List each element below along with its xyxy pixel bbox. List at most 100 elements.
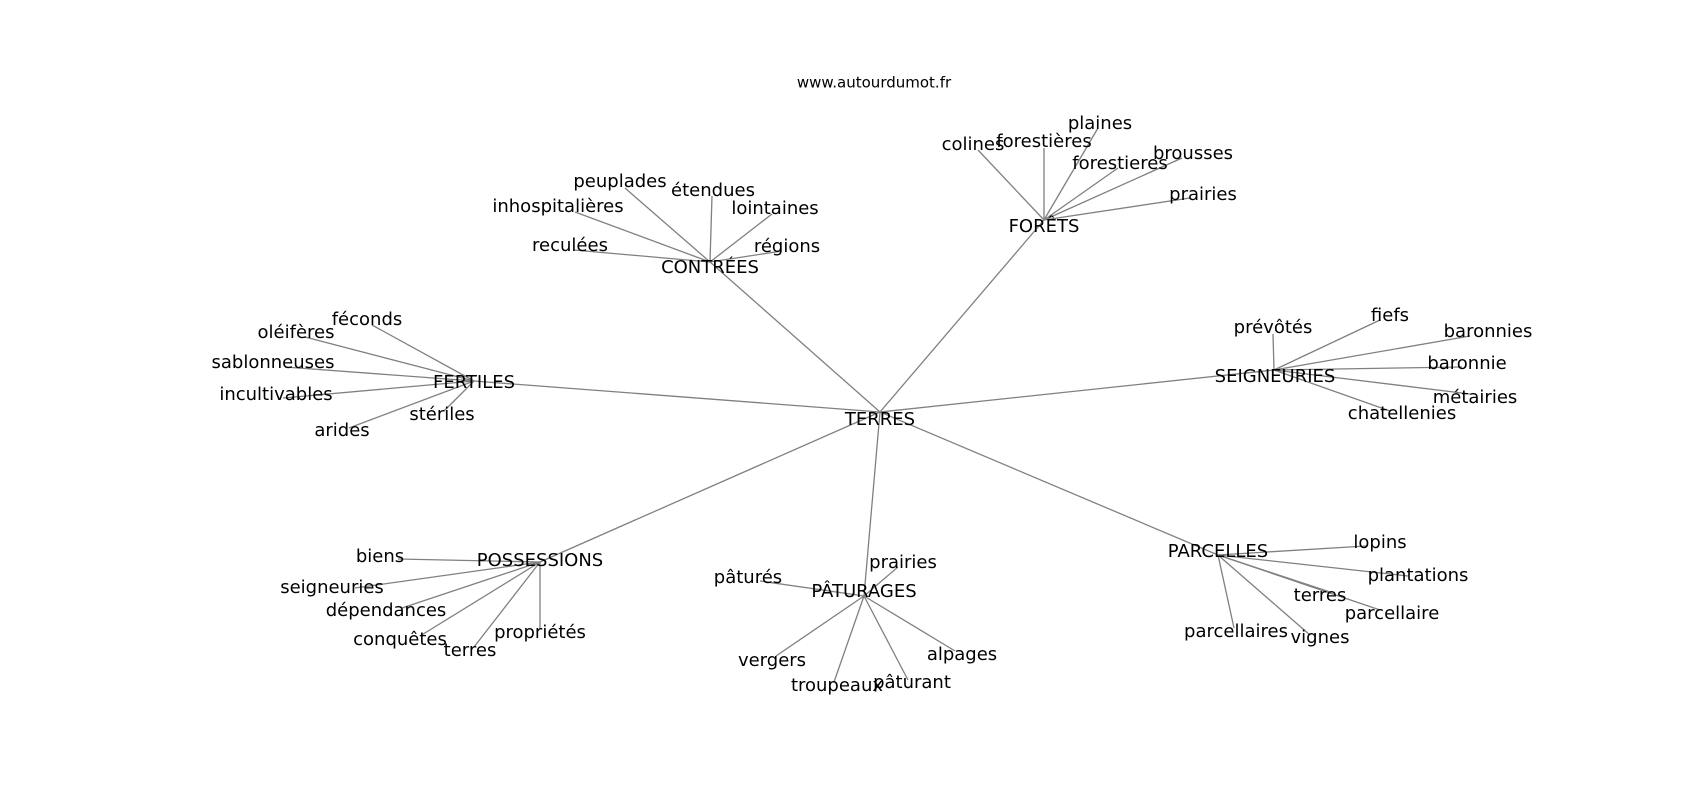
edge-possessions-leaf [419, 561, 541, 637]
leaf-word[interactable]: plaines [1068, 113, 1132, 134]
edge-paturages-leaf [833, 595, 865, 683]
edge-fertiles-leaf [284, 366, 475, 382]
leaf-word[interactable]: parcellaire [1345, 603, 1440, 624]
hub-node-parcelles[interactable]: PARCELLES [1168, 541, 1268, 562]
hub-node-paturages[interactable]: PÂTURAGES [811, 580, 916, 602]
edge-center-contrees [709, 261, 881, 413]
edge-parcelles-leaf [1217, 545, 1367, 556]
leaf-word[interactable]: arides [314, 420, 369, 441]
edge-fertiles-leaf [304, 336, 475, 382]
edge-center-possessions [539, 411, 881, 563]
hub-node-forets[interactable]: FORÊTS [1009, 215, 1080, 237]
edge-contrees-leaf [709, 213, 773, 263]
edge-paturages-leaf [863, 595, 956, 652]
watermark[interactable]: www.autourdumot.fr [797, 74, 952, 92]
leaf-word[interactable]: pâturant [873, 672, 951, 693]
leaf-word[interactable]: chatellenies [1348, 403, 1456, 424]
leaf-word[interactable]: stériles [409, 404, 474, 425]
edge-contrees-leaf [624, 187, 711, 263]
leaf-word[interactable]: plantations [1368, 565, 1469, 586]
hub-node-possessions[interactable]: POSSESSIONS [477, 550, 603, 571]
edge-parcelles-leaf [1217, 554, 1381, 611]
leaf-word[interactable]: propriétés [494, 622, 586, 643]
edge-seigneuries-leaf [1273, 366, 1463, 371]
edge-seigneuries-leaf [1273, 335, 1471, 371]
leaf-word[interactable]: terres [444, 640, 497, 661]
leaf-word[interactable]: terres [1294, 585, 1347, 606]
edge-forets-leaf [1043, 157, 1183, 221]
leaf-word[interactable]: oléifères [258, 322, 335, 343]
edge-seigneuries-leaf [1273, 369, 1471, 395]
leaf-word[interactable]: métairies [1433, 387, 1518, 408]
leaf-word[interactable]: lopins [1353, 532, 1406, 553]
edge-paturages-leaf [759, 580, 865, 597]
edge-parcelles-leaf [1217, 554, 1409, 577]
leaf-word[interactable]: féconds [332, 309, 403, 330]
edge-center-seigneuries [879, 369, 1275, 413]
edge-contrees-leaf [573, 249, 711, 263]
edge-contrees-leaf [709, 195, 713, 263]
leaf-word[interactable]: brousses [1153, 143, 1233, 164]
leaf-word[interactable]: conquêtes [353, 629, 447, 650]
edge-forets-leaf [977, 149, 1045, 221]
leaf-word[interactable]: dépendances [326, 600, 447, 621]
leaf-word[interactable]: biens [356, 546, 404, 567]
center-node[interactable]: TERRES [844, 409, 915, 430]
leaf-word[interactable]: seigneuries [280, 577, 384, 598]
leaf-word[interactable]: colines [942, 134, 1005, 155]
leaf-word[interactable]: prairies [1169, 184, 1237, 205]
edge-possessions-leaf [397, 558, 541, 563]
edge-forets-leaf [1043, 197, 1191, 221]
edge-contrees-leaf [709, 250, 783, 263]
leaf-word[interactable]: peuplades [573, 171, 666, 192]
edge-fertiles-leaf [282, 380, 475, 399]
edge-forets-leaf [1043, 167, 1119, 221]
leaf-word[interactable]: prévôtés [1234, 317, 1313, 338]
leaf-word[interactable]: fiefs [1371, 305, 1409, 326]
leaf-word[interactable]: vergers [738, 650, 806, 671]
edge-paturages-leaf [863, 566, 899, 597]
leaf-word[interactable]: régions [754, 236, 820, 257]
hub-node-contrees[interactable]: CONTRÉES [661, 256, 759, 278]
edge-seigneuries-leaf [1272, 333, 1275, 371]
edge-possessions-leaf [354, 561, 541, 589]
leaf-word[interactable]: inhospitalières [492, 196, 623, 217]
leaf-word[interactable]: prairies [869, 552, 937, 573]
leaf-word[interactable]: étendues [671, 180, 755, 201]
edge-possessions-leaf [473, 561, 541, 648]
edge-layer [282, 127, 1471, 683]
edge-seigneuries-leaf [1273, 369, 1391, 412]
leaf-word[interactable]: sablonneuses [212, 352, 335, 373]
edge-center-fertiles [473, 380, 881, 413]
leaf-word[interactable]: alpages [927, 644, 997, 665]
edge-contrees-leaf [574, 211, 711, 263]
leaf-word[interactable]: reculées [532, 235, 608, 256]
edge-forets-leaf [1043, 127, 1099, 221]
leaf-word[interactable]: baronnies [1444, 321, 1533, 342]
leaf-word[interactable]: incultivables [219, 384, 332, 405]
leaf-word[interactable]: forestières [996, 131, 1091, 152]
hub-node-fertiles[interactable]: FERTILES [433, 372, 515, 393]
edge-paturages-leaf [775, 595, 865, 657]
hub-node-seigneuries[interactable]: SEIGNEURIES [1215, 366, 1336, 387]
leaf-word[interactable]: baronnie [1427, 353, 1506, 374]
edge-possessions-leaf [401, 561, 541, 609]
edge-fertiles-leaf [443, 380, 475, 412]
leaf-word[interactable]: vignes [1291, 627, 1350, 648]
edge-center-paturages [863, 411, 881, 597]
edge-parcelles-leaf [1217, 554, 1235, 629]
edge-paturages-leaf [863, 595, 909, 681]
leaf-word[interactable]: troupeaux [791, 675, 883, 696]
edge-fertiles-leaf [348, 380, 475, 429]
leaf-word[interactable]: pâturés [714, 567, 782, 588]
edge-parcelles-leaf [1217, 554, 1311, 636]
edge-center-forets [879, 219, 1045, 413]
leaf-word[interactable]: parcellaires [1184, 621, 1288, 642]
leaf-word[interactable]: lointaines [731, 198, 818, 219]
edge-fertiles-leaf [371, 324, 475, 382]
leaf-word[interactable]: forestieres [1072, 153, 1167, 174]
edge-seigneuries-leaf [1273, 319, 1381, 371]
edge-center-parcelles [879, 411, 1219, 556]
